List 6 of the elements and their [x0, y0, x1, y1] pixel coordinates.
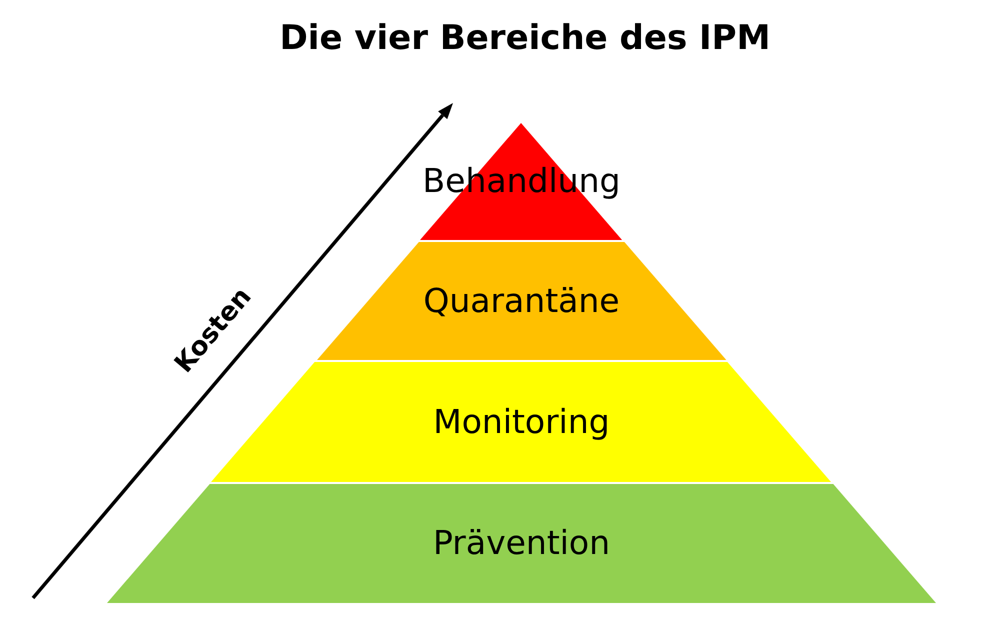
pyramid-layer — [316, 242, 726, 360]
layer-label: Monitoring — [433, 403, 610, 441]
layer-label: Prävention — [432, 524, 610, 562]
layer-label: Quarantäne — [423, 282, 620, 320]
diagram-title: Die vier Bereiche des IPM — [280, 18, 770, 59]
pyramid-layer — [107, 484, 936, 603]
